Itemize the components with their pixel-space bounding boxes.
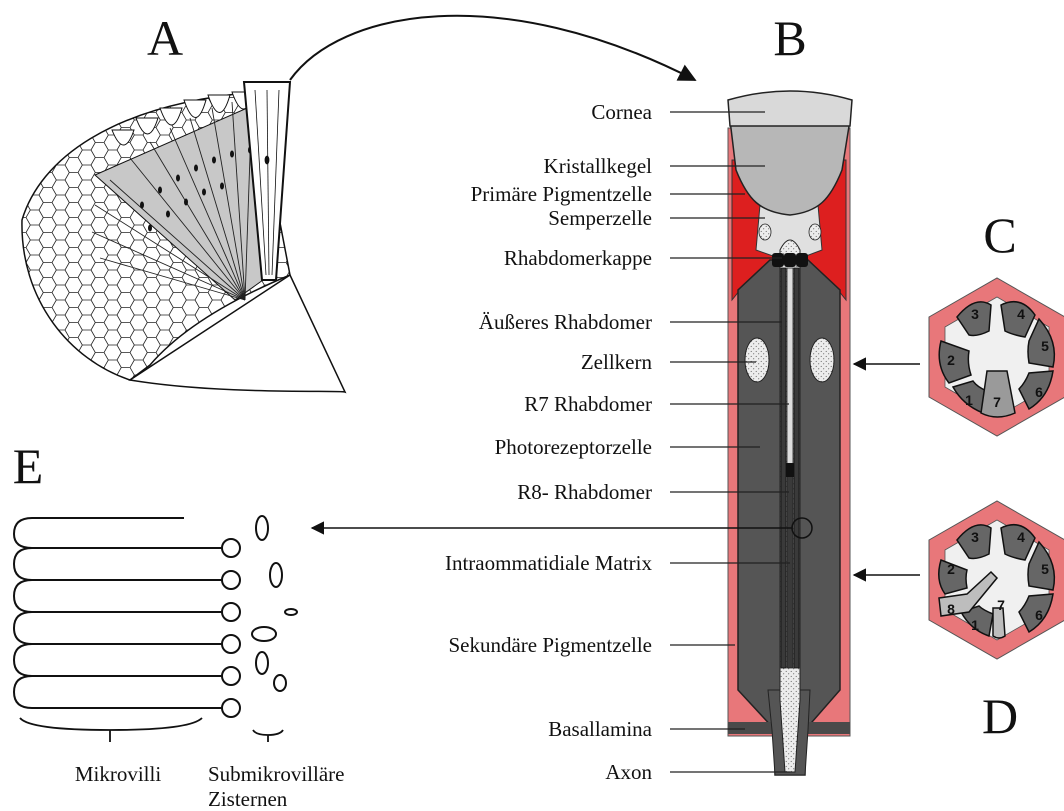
cross-c-label-7: 7 <box>993 394 1001 410</box>
zisternen-bracket <box>253 730 283 742</box>
ommatidium-longitudinal-section <box>728 91 852 775</box>
panel-label-a: A <box>147 10 183 66</box>
cross-c-label-2: 2 <box>947 352 955 368</box>
cross-c-label-3: 3 <box>971 306 979 322</box>
cross-section-d: 1 2 3 4 5 6 7 8 <box>929 501 1064 659</box>
label-photorezeptorzelle: Photorezeptorzelle <box>495 435 652 459</box>
cross-c-label-4: 4 <box>1017 306 1025 322</box>
label-zellkern: Zellkern <box>581 350 653 374</box>
microvillus-5 <box>14 644 222 676</box>
nucleus-left <box>745 338 769 382</box>
microvillus-4 <box>14 612 222 644</box>
label-r8-rhabdomer: R8- Rhabdomer <box>517 480 652 504</box>
microvillus-3 <box>14 580 222 612</box>
cornea <box>728 91 852 126</box>
microvillus-2 <box>14 548 222 580</box>
mikrovilli-bracket <box>20 718 202 742</box>
label-zisternen-line1: Submikrovilläre <box>208 762 344 786</box>
submicrovillar-cisternae <box>252 516 297 691</box>
label-axon: Axon <box>605 760 652 784</box>
cross-d-label-6: 6 <box>1035 607 1043 623</box>
label-primaere-pigmentzelle: Primäre Pigmentzelle <box>471 182 652 206</box>
cross-d-label-2: 2 <box>947 561 955 577</box>
label-aeusseres-rhabdomer: Äußeres Rhabdomer <box>479 310 652 334</box>
nucleus-right <box>810 338 834 382</box>
cross-d-label-1: 1 <box>971 617 979 633</box>
label-kristallkegel: Kristallkegel <box>544 154 653 178</box>
cross-c-label-1: 1 <box>965 392 973 408</box>
cross-d-label-8: 8 <box>947 601 955 617</box>
semper-nucleus-right <box>809 224 821 240</box>
r8-marker <box>786 463 794 477</box>
label-sekundaere-pigmentzelle: Sekundäre Pigmentzelle <box>448 633 652 657</box>
panel-label-e: E <box>13 438 44 494</box>
cross-d-label-4: 4 <box>1017 529 1025 545</box>
rhabdomere-caps <box>772 253 808 267</box>
panel-label-d: D <box>982 688 1018 744</box>
microvillus-1 <box>14 518 222 548</box>
cross-c-label-5: 5 <box>1041 338 1049 354</box>
cross-d-label-7: 7 <box>997 597 1005 613</box>
semper-nucleus-left <box>759 224 771 240</box>
label-cornea: Cornea <box>591 100 652 124</box>
cross-d-label-3: 3 <box>971 529 979 545</box>
label-zisternen-line2: Zisternen <box>208 787 288 811</box>
r8-rhabdomere <box>787 468 793 668</box>
r7-rhabdomere <box>787 268 793 468</box>
label-intraommatidiale-matrix: Intraommatidiale Matrix <box>445 551 653 575</box>
structure-labels: Cornea Kristallkegel Primäre Pigmentzell… <box>445 100 653 784</box>
label-semperzelle: Semperzelle <box>548 206 652 230</box>
panel-label-c: C <box>983 207 1016 263</box>
label-mikrovilli: Mikrovilli <box>75 762 162 786</box>
label-rhabdomerkappe: Rhabdomerkappe <box>504 246 652 270</box>
cross-section-c: 1 2 3 4 5 6 7 <box>929 278 1064 436</box>
cross-d-label-5: 5 <box>1041 561 1049 577</box>
label-basallamina: Basallamina <box>548 717 652 741</box>
microvilli-detail <box>14 518 240 717</box>
zoom-arrow-a-to-b <box>290 16 695 80</box>
cross-c-label-6: 6 <box>1035 384 1043 400</box>
label-r7-rhabdomer: R7 Rhabdomer <box>524 392 652 416</box>
panel-label-b: B <box>773 10 806 66</box>
